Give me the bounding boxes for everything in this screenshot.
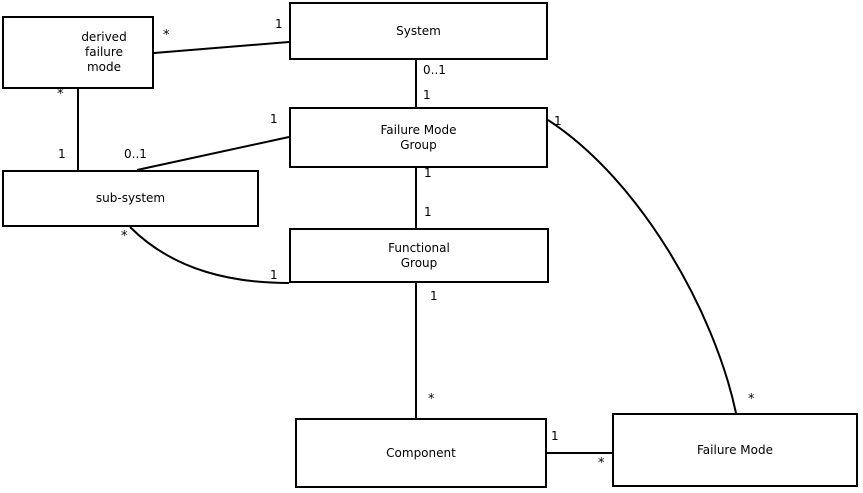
multiplicity-label-derived-failure-mode--sub-system-target: 1 xyxy=(58,147,66,161)
multiplicity-label-failure-mode-group--failure-mode-source: 1 xyxy=(554,114,562,128)
class-box-component[interactable]: Component xyxy=(295,418,547,488)
multiplicity-label-sub-system--functional-group-source: * xyxy=(121,229,128,244)
class-name-sub-system: sub-system xyxy=(95,191,166,205)
class-box-failure-mode-group[interactable]: Failure Mode Group xyxy=(289,107,548,168)
class-name-system: System xyxy=(396,23,441,38)
multiplicity-label-derived-failure-mode--system-target: 1 xyxy=(275,17,283,31)
multiplicity-label-failure-mode-group--failure-mode-target: * xyxy=(748,392,755,407)
class-name-functional-group: Functional Group xyxy=(388,240,450,270)
association-derived-failure-mode--system xyxy=(153,41,290,54)
multiplicity-label-system--failure-mode-group-source: 0..1 xyxy=(423,63,446,77)
association-sub-system--functional-group xyxy=(129,226,290,284)
association-failure-mode-group--failure-mode xyxy=(547,119,737,414)
multiplicity-label-sub-system--functional-group-target: 1 xyxy=(270,268,278,282)
multiplicity-label-component--failure-mode-source: 1 xyxy=(551,429,559,443)
class-box-derived-failure-mode[interactable]: derived failure mode xyxy=(2,16,154,89)
class-name-derived-failure-mode: derived failure mode xyxy=(81,30,127,74)
class-name-failure-mode-group: Failure Mode Group xyxy=(380,122,457,152)
multiplicity-label-component--failure-mode-target: * xyxy=(598,456,605,471)
multiplicity-label-functional-group--component-source: 1 xyxy=(430,289,438,303)
class-box-failure-mode[interactable]: Failure Mode xyxy=(612,413,858,487)
multiplicity-label-derived-failure-mode--sub-system-source: * xyxy=(57,87,64,102)
multiplicity-label-failure-mode-group--functional-group-target: 1 xyxy=(424,205,432,219)
class-box-functional-group[interactable]: Functional Group xyxy=(289,228,549,283)
class-box-system[interactable]: System xyxy=(289,2,548,60)
multiplicity-label-derived-failure-mode--system-source: * xyxy=(163,28,170,43)
multiplicity-label-system--failure-mode-group-target: 1 xyxy=(423,88,431,102)
multiplicity-label-sub-system--failure-mode-group-target: 1 xyxy=(270,112,278,126)
class-name-failure-mode: Failure Mode xyxy=(697,442,773,457)
multiplicity-label-failure-mode-group--functional-group-source: 1 xyxy=(424,166,432,180)
association-sub-system--failure-mode-group xyxy=(136,136,290,171)
class-name-component: Component xyxy=(386,445,456,460)
multiplicity-label-functional-group--component-target: * xyxy=(428,392,435,407)
multiplicity-label-sub-system--failure-mode-group-source: 0..1 xyxy=(124,147,147,161)
class-box-sub-system[interactable]: sub-system xyxy=(2,170,259,227)
association-path-group xyxy=(77,41,737,454)
